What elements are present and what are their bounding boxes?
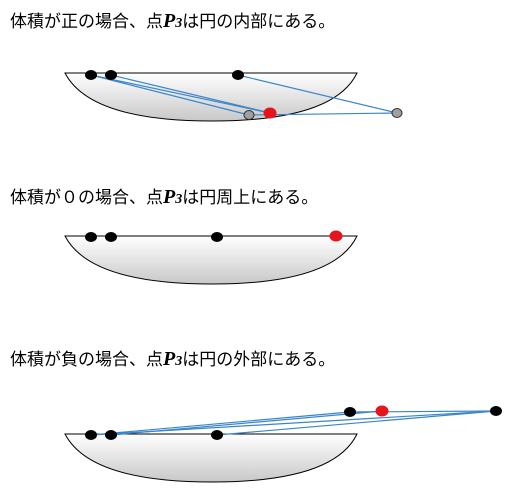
line-p1-p3-b bbox=[110, 74, 271, 114]
line-p4-far bbox=[216, 410, 497, 436]
point-p1 bbox=[85, 430, 97, 440]
p3-variable: P bbox=[163, 348, 176, 370]
p3-subscript: 3 bbox=[175, 192, 183, 207]
projection-point bbox=[243, 110, 255, 120]
line-p3-far bbox=[349, 410, 497, 413]
point-p2 bbox=[105, 70, 117, 80]
point-p2 bbox=[105, 232, 117, 242]
point-far bbox=[490, 406, 502, 416]
p3-subscript: 3 bbox=[175, 354, 183, 369]
line-p1-p3 bbox=[90, 411, 351, 436]
point-p4 bbox=[211, 430, 223, 440]
point-p1 bbox=[85, 232, 97, 242]
point-p1 bbox=[85, 70, 97, 80]
circle-segment bbox=[64, 433, 358, 483]
point-p4 bbox=[232, 70, 244, 80]
p3-variable: P bbox=[163, 186, 176, 208]
point-p3 bbox=[263, 107, 277, 119]
p3-variable: P bbox=[163, 10, 176, 32]
p3-subscript: 3 bbox=[175, 16, 183, 31]
line-p1-far bbox=[90, 410, 497, 436]
caption-positive-volume: 体積が正の場合、点P3は円の内部にある。 bbox=[10, 10, 336, 32]
line-p2-projection bbox=[237, 74, 398, 114]
point-upper bbox=[344, 407, 356, 417]
caption-zero-volume: 体積が０の場合、点P3は円周上にある。 bbox=[10, 186, 319, 208]
circle-segment bbox=[64, 235, 358, 285]
point-p2 bbox=[105, 430, 117, 440]
line-p1-p3 bbox=[90, 74, 271, 114]
point-p3 bbox=[329, 230, 343, 242]
projection-point-far bbox=[391, 108, 403, 118]
case-positive bbox=[64, 70, 403, 122]
case-zero bbox=[64, 230, 358, 285]
point-p3 bbox=[375, 405, 389, 417]
line-p1-projection bbox=[90, 74, 250, 116]
point-p4 bbox=[211, 232, 223, 242]
caption-negative-volume: 体積が負の場合、点P3は円の外部にある。 bbox=[10, 348, 336, 370]
case-negative bbox=[64, 405, 502, 483]
